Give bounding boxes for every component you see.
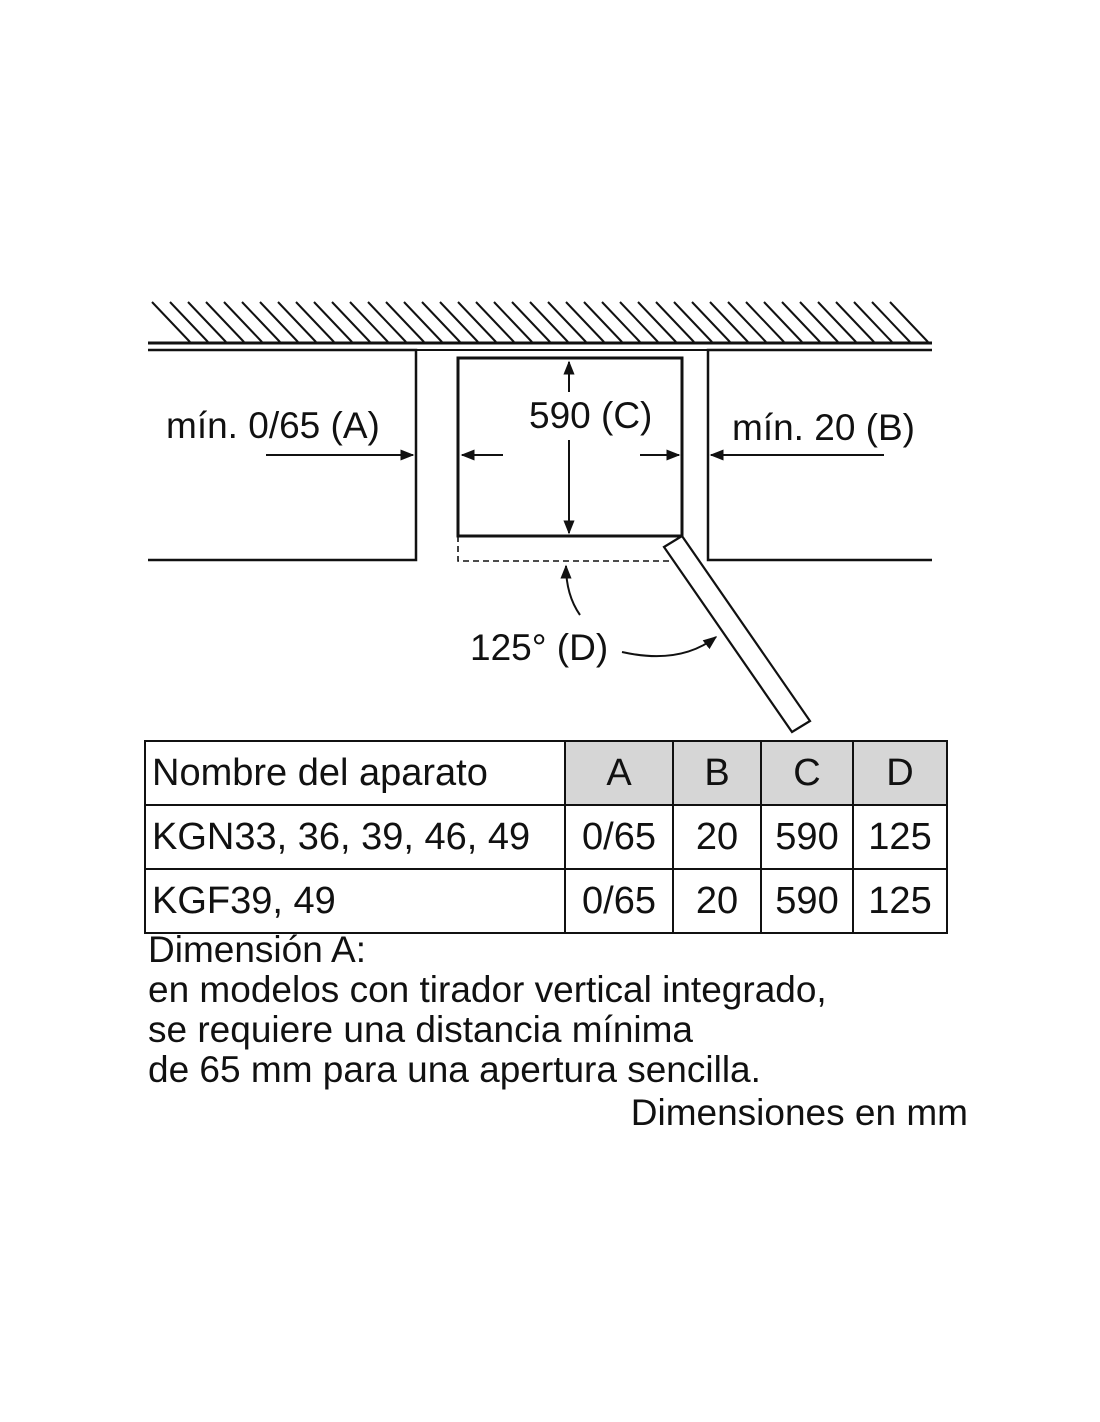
- col-header-b: B: [672, 740, 762, 806]
- label-d: 125° (D): [470, 627, 608, 668]
- label-c: 590 (C): [529, 395, 652, 436]
- cell-c: 590: [760, 868, 854, 934]
- table-row: KGF39, 49 0/65 20 590 125: [144, 868, 948, 934]
- dimension-d-arrow-door: [621, 636, 718, 658]
- col-header-d: D: [852, 740, 948, 806]
- cell-a: 0/65: [564, 868, 674, 934]
- right-cabinet: [706, 348, 932, 562]
- left-cabinet: [148, 348, 418, 562]
- col-header-name: Nombre del aparato: [144, 740, 566, 806]
- col-header-a: A: [564, 740, 674, 806]
- open-door: [662, 534, 812, 734]
- note-line: Dimensión A:: [148, 929, 366, 970]
- door-closed-outline: [457, 536, 670, 562]
- wall-hatching: [151, 301, 929, 343]
- col-header-c: C: [760, 740, 854, 806]
- table-row: KGN33, 36, 39, 46, 49 0/65 20 590 125: [144, 804, 948, 870]
- note-line: en modelos con tirador vertical integrad…: [148, 969, 827, 1010]
- cell-b: 20: [672, 868, 762, 934]
- installation-diagram: mín. 0/65 (A) mín. 20 (B) 590 (C) 125° (…: [148, 301, 932, 734]
- cell-b: 20: [672, 804, 762, 870]
- appliance-body: [456, 356, 684, 538]
- units-note: Dimensiones en mm: [630, 1092, 968, 1133]
- note-line: de 65 mm para una apertura sencilla.: [148, 1049, 761, 1090]
- cell-c: 590: [760, 804, 854, 870]
- dimension-a-note: Dimensión A: en modelos con tirador vert…: [148, 930, 827, 1090]
- cell-a: 0/65: [564, 804, 674, 870]
- table-header-row: Nombre del aparato A B C D: [144, 740, 948, 806]
- dimensions-table: Nombre del aparato A B C D KGN33, 36, 39…: [144, 740, 948, 934]
- note-line: se requiere una distancia mínima: [148, 1009, 694, 1050]
- cell-d: 125: [852, 868, 948, 934]
- dimension-d-arrow-up: [560, 564, 581, 616]
- cell-d: 125: [852, 804, 948, 870]
- label-a: mín. 0/65 (A): [166, 405, 380, 446]
- cell-model: KGN33, 36, 39, 46, 49: [144, 804, 566, 870]
- cell-model: KGF39, 49: [144, 868, 566, 934]
- label-b: mín. 20 (B): [732, 407, 915, 448]
